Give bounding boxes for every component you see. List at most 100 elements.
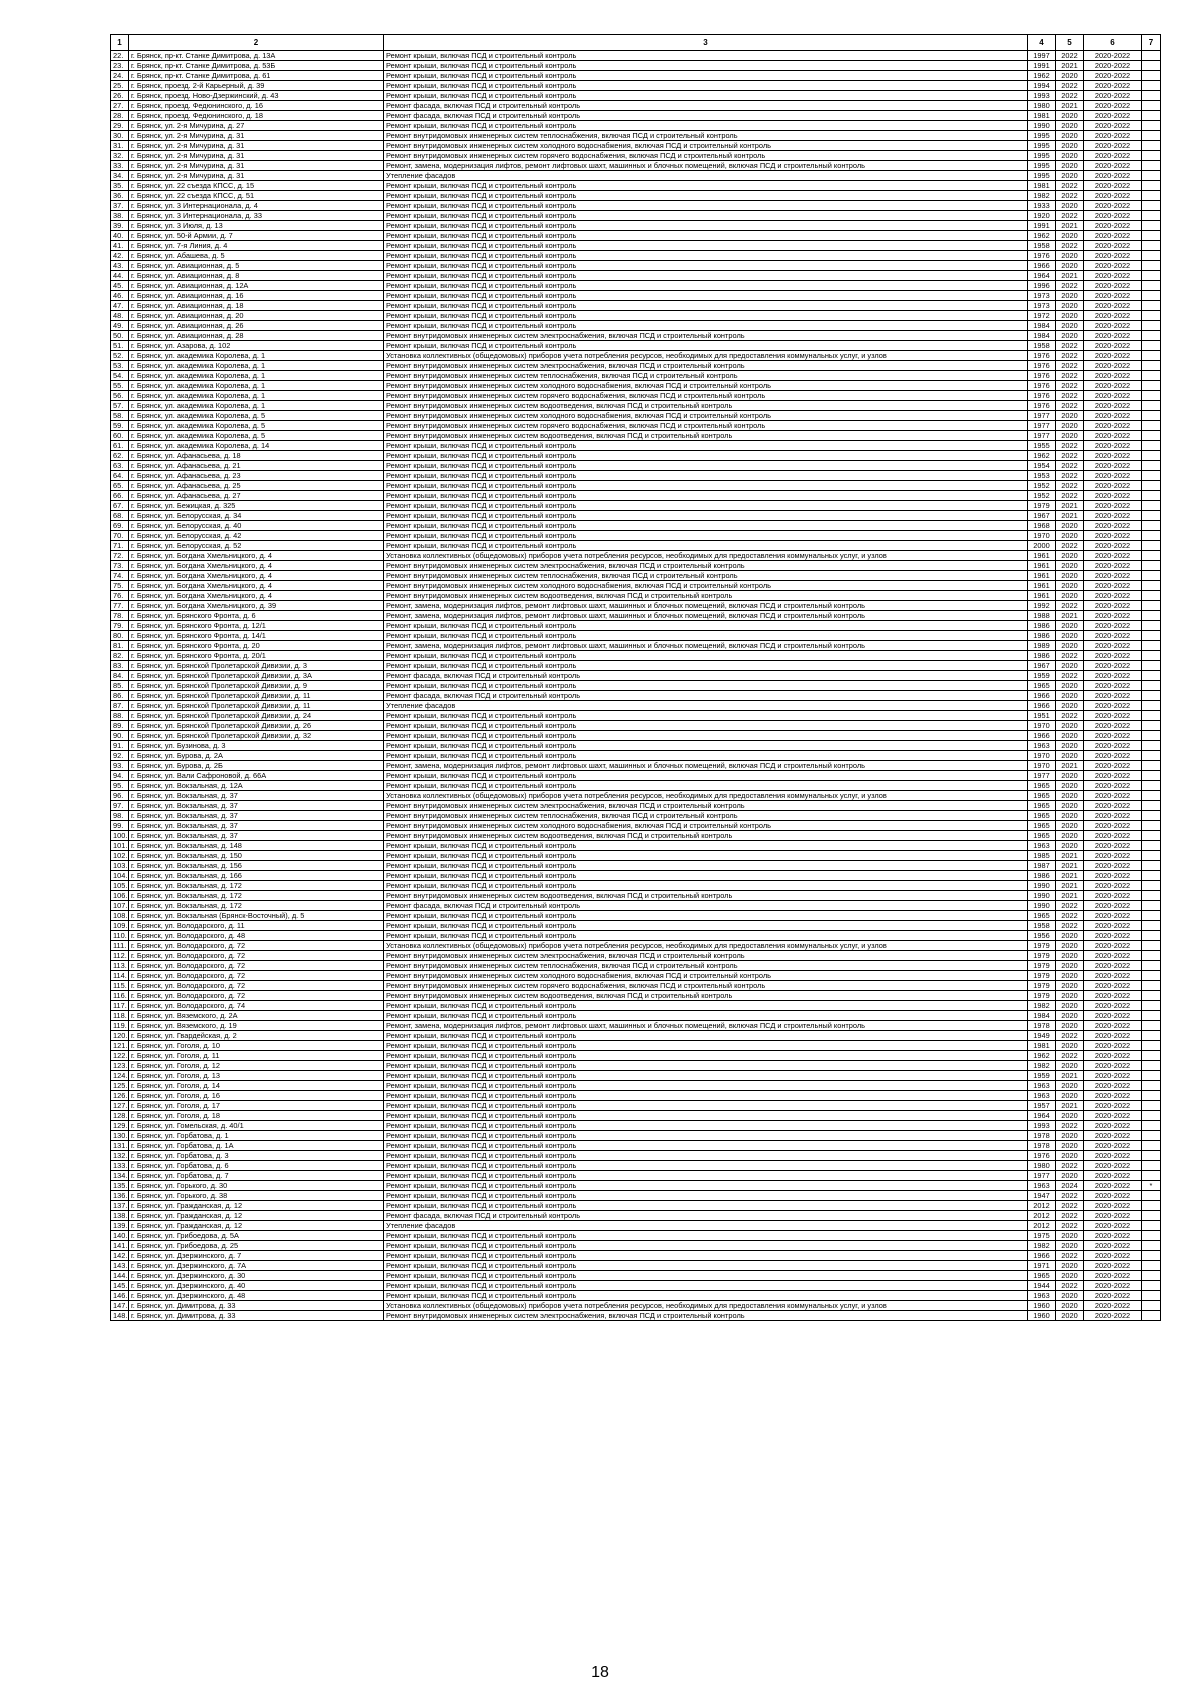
cell-note — [1141, 1200, 1161, 1211]
cell-year-built: 1961 — [1027, 580, 1056, 591]
cell-note — [1141, 140, 1161, 151]
cell-program-period: 2020-2022 — [1083, 60, 1142, 71]
cell-note — [1141, 530, 1161, 541]
cell-year-built: 1976 — [1027, 250, 1056, 261]
cell-work-type: Ремонт внутридомовых инженерных систем г… — [383, 150, 1028, 161]
table-row: 56.г. Брянск, ул. академика Королева, д.… — [110, 390, 1161, 401]
cell-row-number: 46. — [110, 290, 129, 301]
cell-year-built: 1977 — [1027, 410, 1056, 421]
table-row: 37.г. Брянск, ул. 3 Интернационала, д. 4… — [110, 200, 1161, 211]
cell-note — [1141, 420, 1161, 431]
cell-address: г. Брянск, ул. Володарского, д. 48 — [128, 930, 384, 941]
document-sheet: 1 2 3 4 5 6 7 22.г. Брянск, пр-кт. Станк… — [110, 34, 1161, 1321]
cell-program-period: 2020-2022 — [1083, 1210, 1142, 1221]
cell-program-period: 2020-2022 — [1083, 910, 1142, 921]
cell-year-built: 1986 — [1027, 620, 1056, 631]
cell-address: г. Брянск, ул. Гоголя, д. 11 — [128, 1050, 384, 1061]
cell-note — [1141, 400, 1161, 411]
cell-row-number: 39. — [110, 220, 129, 231]
cell-program-period: 2020-2022 — [1083, 100, 1142, 111]
cell-address: г. Брянск, ул. Гоголя, д. 13 — [128, 1070, 384, 1081]
cell-address: г. Брянск, ул. Брянской Пролетарской Див… — [128, 730, 384, 741]
cell-program-period: 2020-2022 — [1083, 760, 1142, 771]
cell-program-period: 2020-2022 — [1083, 580, 1142, 591]
cell-address: г. Брянск, ул. 3 Июля, д. 13 — [128, 220, 384, 231]
cell-program-period: 2020-2022 — [1083, 1100, 1142, 1111]
cell-planned-year: 2022 — [1055, 1210, 1084, 1221]
cell-work-type: Ремонт крыши, включая ПСД и строительный… — [383, 250, 1028, 261]
cell-note — [1141, 310, 1161, 321]
cell-program-period: 2020-2022 — [1083, 640, 1142, 651]
table-row: 77.г. Брянск, ул. Богдана Хмельницкого, … — [110, 600, 1161, 611]
cell-row-number: 82. — [110, 650, 129, 661]
cell-work-type: Ремонт внутридомовых инженерных систем э… — [383, 330, 1028, 341]
cell-address: г. Брянск, ул. Вяземского, д. 19 — [128, 1020, 384, 1031]
cell-year-built: 1979 — [1027, 500, 1056, 511]
cell-note — [1141, 980, 1161, 991]
cell-year-built: 1967 — [1027, 660, 1056, 671]
cell-work-type: Ремонт крыши, включая ПСД и строительный… — [383, 500, 1028, 511]
cell-note — [1141, 360, 1161, 371]
cell-program-period: 2020-2022 — [1083, 1270, 1142, 1281]
cell-program-period: 2020-2022 — [1083, 150, 1142, 161]
cell-program-period: 2020-2022 — [1083, 1310, 1142, 1321]
cell-planned-year: 2024 — [1055, 1180, 1084, 1191]
cell-year-built: 1970 — [1027, 530, 1056, 541]
cell-row-number: 104. — [110, 870, 129, 881]
cell-program-period: 2020-2022 — [1083, 340, 1142, 351]
cell-program-period: 2020-2022 — [1083, 80, 1142, 91]
cell-year-built: 1957 — [1027, 1100, 1056, 1111]
cell-planned-year: 2020 — [1055, 1270, 1084, 1281]
cell-row-number: 52. — [110, 350, 129, 361]
cell-program-period: 2020-2022 — [1083, 180, 1142, 191]
cell-program-period: 2020-2022 — [1083, 570, 1142, 581]
cell-row-number: 131. — [110, 1140, 129, 1151]
cell-address: г. Брянск, ул. Авиационная, д. 18 — [128, 300, 384, 311]
cell-year-built: 1951 — [1027, 710, 1056, 721]
cell-address: г. Брянск, ул. 7-я Линия, д. 4 — [128, 240, 384, 251]
cell-note — [1141, 780, 1161, 791]
cell-work-type: Ремонт крыши, включая ПСД и строительный… — [383, 770, 1028, 781]
cell-work-type: Ремонт крыши, включая ПСД и строительный… — [383, 860, 1028, 871]
table-row: 25.г. Брянск, проезд. 2-й Карьерный, д. … — [110, 80, 1161, 91]
cell-year-built: 1981 — [1027, 1040, 1056, 1051]
cell-work-type: Ремонт крыши, включая ПСД и строительный… — [383, 1250, 1028, 1261]
cell-planned-year: 2022 — [1055, 1220, 1084, 1231]
cell-address: г. Брянск, ул. Дзержинского, д. 7 — [128, 1250, 384, 1261]
cell-work-type: Ремонт крыши, включая ПСД и строительный… — [383, 1150, 1028, 1161]
cell-row-number: 133. — [110, 1160, 129, 1171]
cell-address: г. Брянск, ул. Гражданская, д. 12 — [128, 1200, 384, 1211]
cell-year-built: 1979 — [1027, 970, 1056, 981]
cell-work-type: Ремонт крыши, включая ПСД и строительный… — [383, 1130, 1028, 1141]
cell-year-built: 1986 — [1027, 870, 1056, 881]
header-cell-1: 1 — [110, 34, 129, 51]
cell-program-period: 2020-2022 — [1083, 690, 1142, 701]
cell-row-number: 125. — [110, 1080, 129, 1091]
cell-planned-year: 2022 — [1055, 470, 1084, 481]
cell-program-period: 2020-2022 — [1083, 280, 1142, 291]
table-row: 82.г. Брянск, ул. Брянского Фронта, д. 2… — [110, 650, 1161, 661]
cell-program-period: 2020-2022 — [1083, 1300, 1142, 1311]
cell-address: г. Брянск, ул. Белорусская, д. 42 — [128, 530, 384, 541]
cell-address: г. Брянск, ул. Афанасьева, д. 23 — [128, 470, 384, 481]
cell-work-type: Ремонт крыши, включая ПСД и строительный… — [383, 300, 1028, 311]
cell-planned-year: 2020 — [1055, 430, 1084, 441]
table-row: 61.г. Брянск, ул. академика Королева, д.… — [110, 440, 1161, 451]
cell-year-built: 1963 — [1027, 1090, 1056, 1101]
cell-planned-year: 2021 — [1055, 760, 1084, 771]
cell-note — [1141, 860, 1161, 871]
cell-planned-year: 2020 — [1055, 1300, 1084, 1311]
cell-address: г. Брянск, ул. Вокзальная, д. 156 — [128, 860, 384, 871]
cell-program-period: 2020-2022 — [1083, 70, 1142, 81]
cell-work-type: Ремонт внутридомовых инженерных систем г… — [383, 390, 1028, 401]
cell-address: г. Брянск, ул. 2-я Мичурина, д. 31 — [128, 140, 384, 151]
cell-year-built: 1990 — [1027, 880, 1056, 891]
cell-work-type: Ремонт крыши, включая ПСД и строительный… — [383, 880, 1028, 891]
